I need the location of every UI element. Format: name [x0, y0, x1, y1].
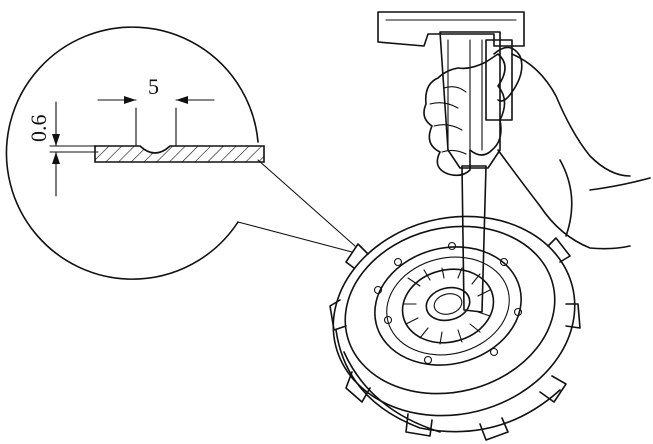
detail-circle-outline [5, 26, 259, 280]
depth-caliper [377, 11, 525, 313]
leader-line-upper [257, 159, 356, 247]
detail-magnifier: 5 0.6 [5, 26, 356, 280]
plate-section [94, 145, 265, 163]
leader-line-lower [237, 221, 353, 253]
width-dimension: 5 [97, 74, 215, 147]
depth-dimension-label: 0.6 [26, 115, 51, 143]
hand-holding-caliper [423, 46, 651, 250]
width-dimension-label: 5 [148, 74, 159, 99]
clutch-pressure-plate [329, 215, 581, 441]
depth-dimension: 0.6 [26, 101, 99, 197]
